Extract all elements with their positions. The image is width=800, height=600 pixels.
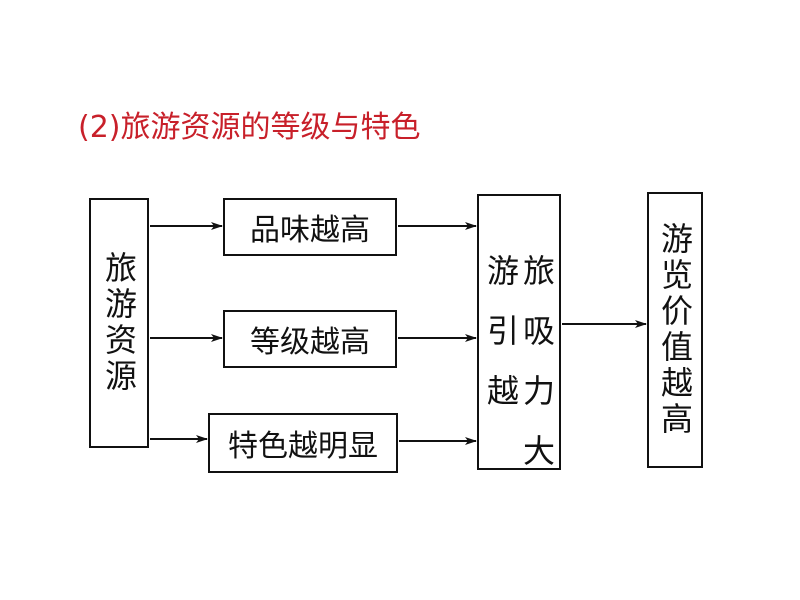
visit-value-label: 游览价值越高 xyxy=(656,222,694,438)
visit-value-box: 游览价值越高 xyxy=(647,192,703,468)
attraction-col-3: 力越 xyxy=(482,374,556,408)
attraction-col-4: 大 xyxy=(518,434,556,468)
tourism-resource-box: 旅游资源 xyxy=(89,198,149,448)
feature-distinct-label: 特色越明显 xyxy=(228,429,378,464)
attraction-greater-label: 旅游吸引 力越大 xyxy=(482,254,556,468)
attraction-col-2: 吸引 xyxy=(482,314,556,348)
grade-higher-label: 等级越高 xyxy=(250,325,370,360)
taste-higher-box: 品味越高 xyxy=(223,198,397,256)
feature-distinct-box: 特色越明显 xyxy=(208,413,398,473)
attraction-greater-box: 旅游吸引 力越大 xyxy=(477,194,561,470)
grade-higher-box: 等级越高 xyxy=(223,310,397,368)
taste-higher-label: 品味越高 xyxy=(250,213,370,248)
diagram-title: (2)旅游资源的等级与特色 xyxy=(78,110,421,145)
tourism-resource-label: 旅游资源 xyxy=(100,251,138,395)
attraction-col-1: 旅游 xyxy=(482,254,556,288)
